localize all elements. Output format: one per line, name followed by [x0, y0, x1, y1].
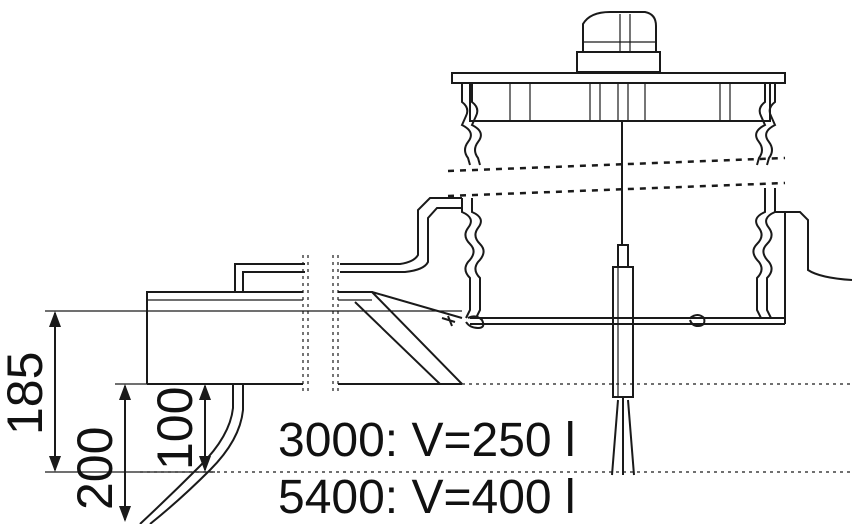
level-lines	[45, 310, 852, 473]
inlet-pipe	[146, 291, 463, 385]
shaft-base	[470, 211, 852, 325]
dimension-200-label: 200	[67, 427, 123, 510]
cover-plate	[451, 72, 786, 122]
shaft-wall-lower-left	[461, 198, 485, 319]
clip-marks	[441, 314, 706, 330]
dimension-185: 185	[0, 311, 61, 472]
volume-caption-3000: 3000: V=250 l	[278, 414, 576, 467]
shaft-wall-upper-right	[755, 83, 777, 166]
volume-caption-5400: 5400: V=400 l	[278, 471, 576, 524]
dimension-200: 200	[67, 384, 131, 522]
level-sensor	[611, 121, 635, 476]
dimension-185-label: 185	[0, 352, 53, 435]
break-lines	[447, 156, 786, 198]
tank-neck-left	[234, 197, 462, 292]
shaft-wall-upper-left	[460, 83, 482, 166]
pipe-break	[302, 255, 339, 392]
dimension-100: 100	[147, 384, 211, 472]
dimension-100-label: 100	[147, 387, 203, 470]
cover-lid	[576, 11, 661, 73]
shaft-wall-lower-right	[752, 188, 776, 319]
tank-wall-curve	[139, 384, 244, 524]
